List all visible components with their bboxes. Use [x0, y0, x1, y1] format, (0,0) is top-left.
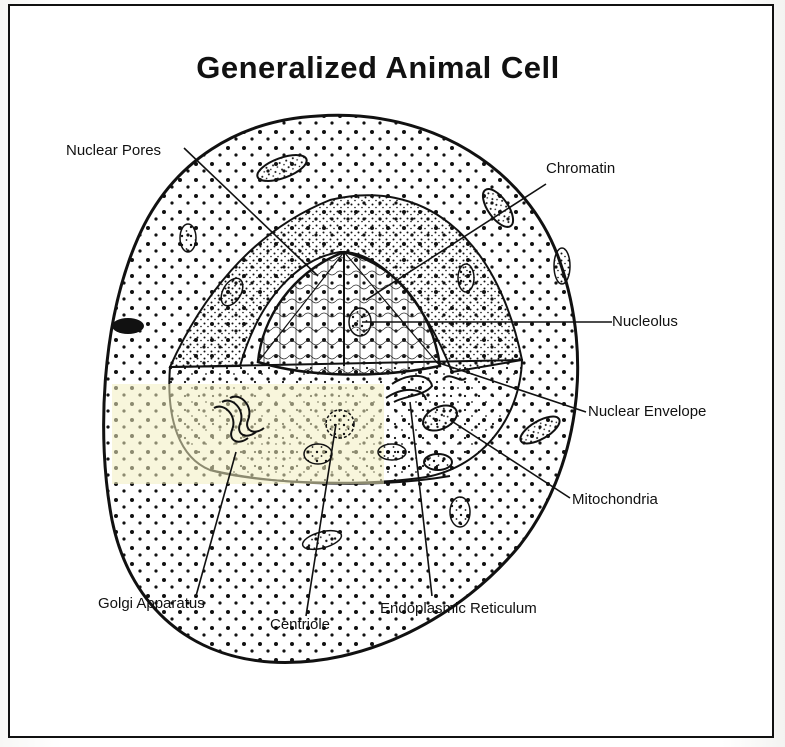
label-nuclear-envelope: Nuclear Envelope — [588, 403, 706, 420]
label-mitochondria: Mitochondria — [572, 491, 658, 508]
label-endoplasmic-reticulum: Endoplasmic Reticulum — [380, 600, 537, 617]
label-chromatin: Chromatin — [546, 160, 615, 177]
label-golgi-apparatus: Golgi Apparatus — [98, 595, 205, 612]
label-centriole: Centriole — [270, 616, 330, 633]
label-nuclear-pores: Nuclear Pores — [66, 142, 161, 159]
label-nucleolus: Nucleolus — [612, 313, 678, 330]
centriole-shape — [326, 410, 354, 438]
